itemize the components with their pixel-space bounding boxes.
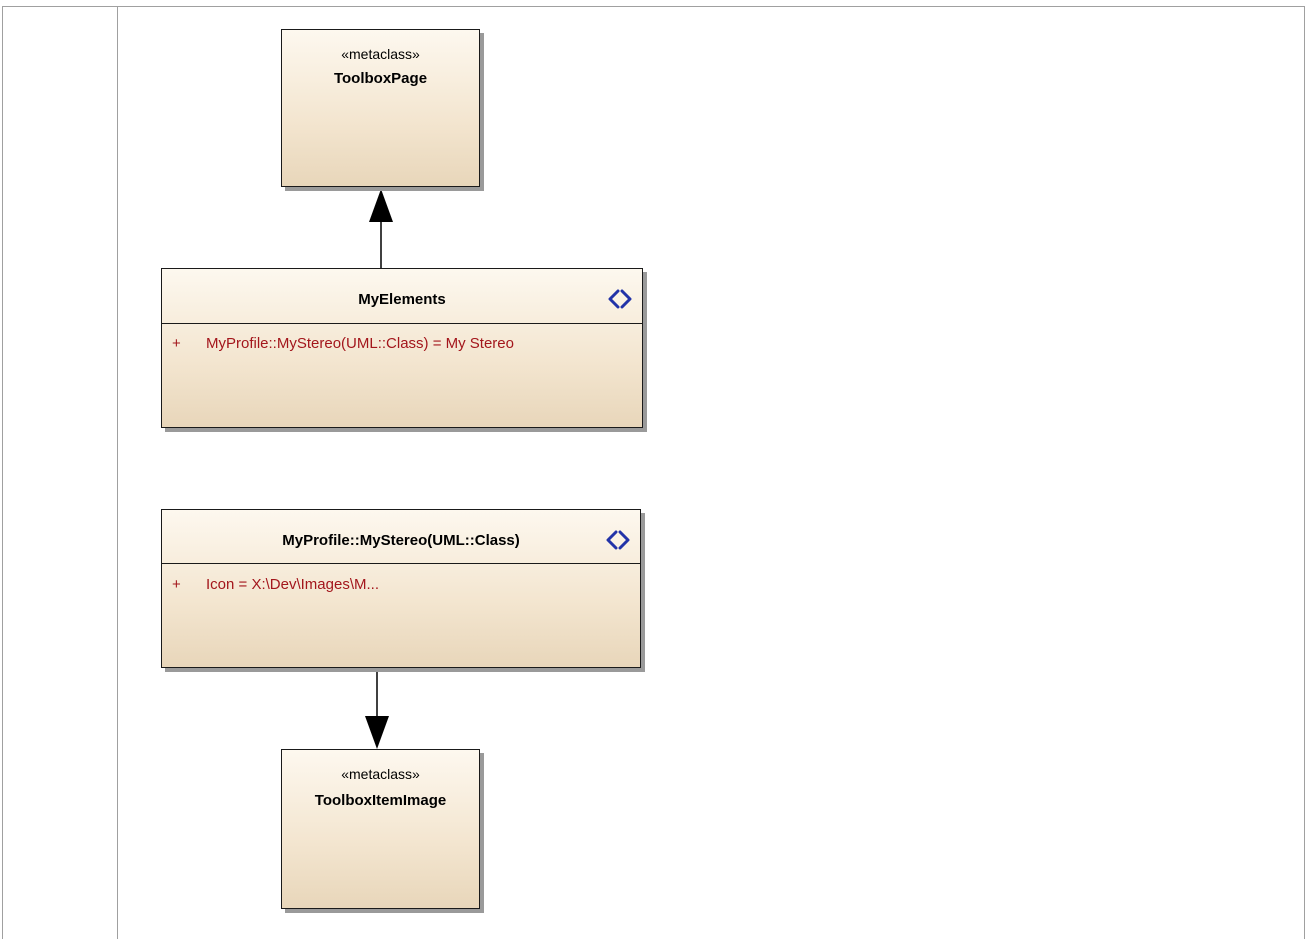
- class-my-stereo[interactable]: MyProfile::MyStereo(UML::Class) + Icon = …: [161, 509, 641, 668]
- stereotype-label: «metaclass»: [341, 46, 420, 62]
- diagram-frame-left: [2, 6, 3, 939]
- extension-connector[interactable]: [365, 667, 389, 749]
- diagram-frame-right: [1304, 6, 1305, 939]
- visibility-marker: +: [172, 335, 181, 352]
- attribute-text: MyProfile::MyStereo(UML::Class) = My Ste…: [206, 335, 514, 352]
- class-my-elements[interactable]: MyElements + MyProfile::MyStereo(UML::Cla…: [161, 268, 643, 428]
- class-name: MyElements: [358, 291, 446, 308]
- header-separator: [162, 323, 642, 324]
- generalization-connector[interactable]: [369, 189, 393, 268]
- enumeration-icon: [608, 289, 632, 309]
- class-name: MyProfile::MyStereo(UML::Class): [282, 532, 520, 549]
- stereotype-label: «metaclass»: [341, 766, 420, 782]
- header-separator: [162, 563, 640, 564]
- visibility-marker: +: [172, 576, 181, 593]
- attribute-text: Icon = X:\Dev\Images\M...: [206, 576, 379, 593]
- arrowhead-extension: [365, 716, 389, 749]
- attribute-row[interactable]: + MyProfile::MyStereo(UML::Class) = My St…: [172, 335, 514, 352]
- enumeration-icon: [606, 530, 630, 550]
- arrowhead-generalization: [369, 189, 393, 222]
- class-name: ToolboxPage: [333, 70, 428, 87]
- diagram-frame-top: [2, 6, 1304, 7]
- class-name: ToolboxItemImage: [314, 792, 447, 809]
- class-toolbox-item-image[interactable]: «metaclass» ToolboxItemImage: [281, 749, 480, 909]
- attribute-row[interactable]: + Icon = X:\Dev\Images\M...: [172, 576, 379, 593]
- class-toolbox-page[interactable]: «metaclass» ToolboxPage: [281, 29, 480, 187]
- diagram-frame-divider: [117, 6, 118, 939]
